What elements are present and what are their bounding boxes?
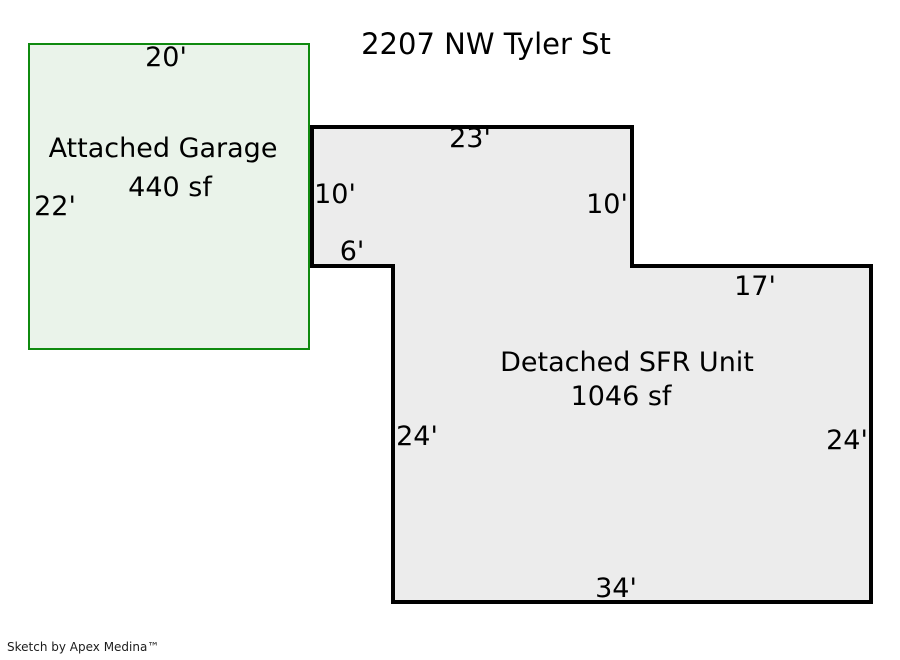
sfr-dim-upper-right: 10': [586, 189, 628, 221]
sfr-dim-step-right: 17': [734, 271, 776, 303]
sketch-credit: Sketch by Apex Medina™: [7, 640, 160, 654]
sfr-label: Detached SFR Unit: [500, 347, 754, 379]
sfr-dim-left: 24': [396, 421, 438, 453]
sfr-dim-upper-left: 10': [314, 179, 356, 211]
sfr-dim-top: 23': [449, 123, 491, 155]
sfr-dim-bottom: 34': [595, 573, 637, 605]
sfr-unit-outline: [310, 125, 873, 604]
page-title: 2207 NW Tyler St: [361, 27, 611, 62]
garage-dim-top: 20': [145, 42, 187, 74]
sfr-area: 1046 sf: [570, 381, 672, 413]
garage-dim-left: 22': [34, 191, 76, 223]
garage-outline: [28, 43, 310, 350]
garage-label: Attached Garage: [48, 133, 278, 165]
sfr-dim-right: 24': [826, 425, 868, 457]
garage-area: 440 sf: [128, 172, 212, 204]
sfr-dim-notch: 6': [339, 236, 365, 268]
